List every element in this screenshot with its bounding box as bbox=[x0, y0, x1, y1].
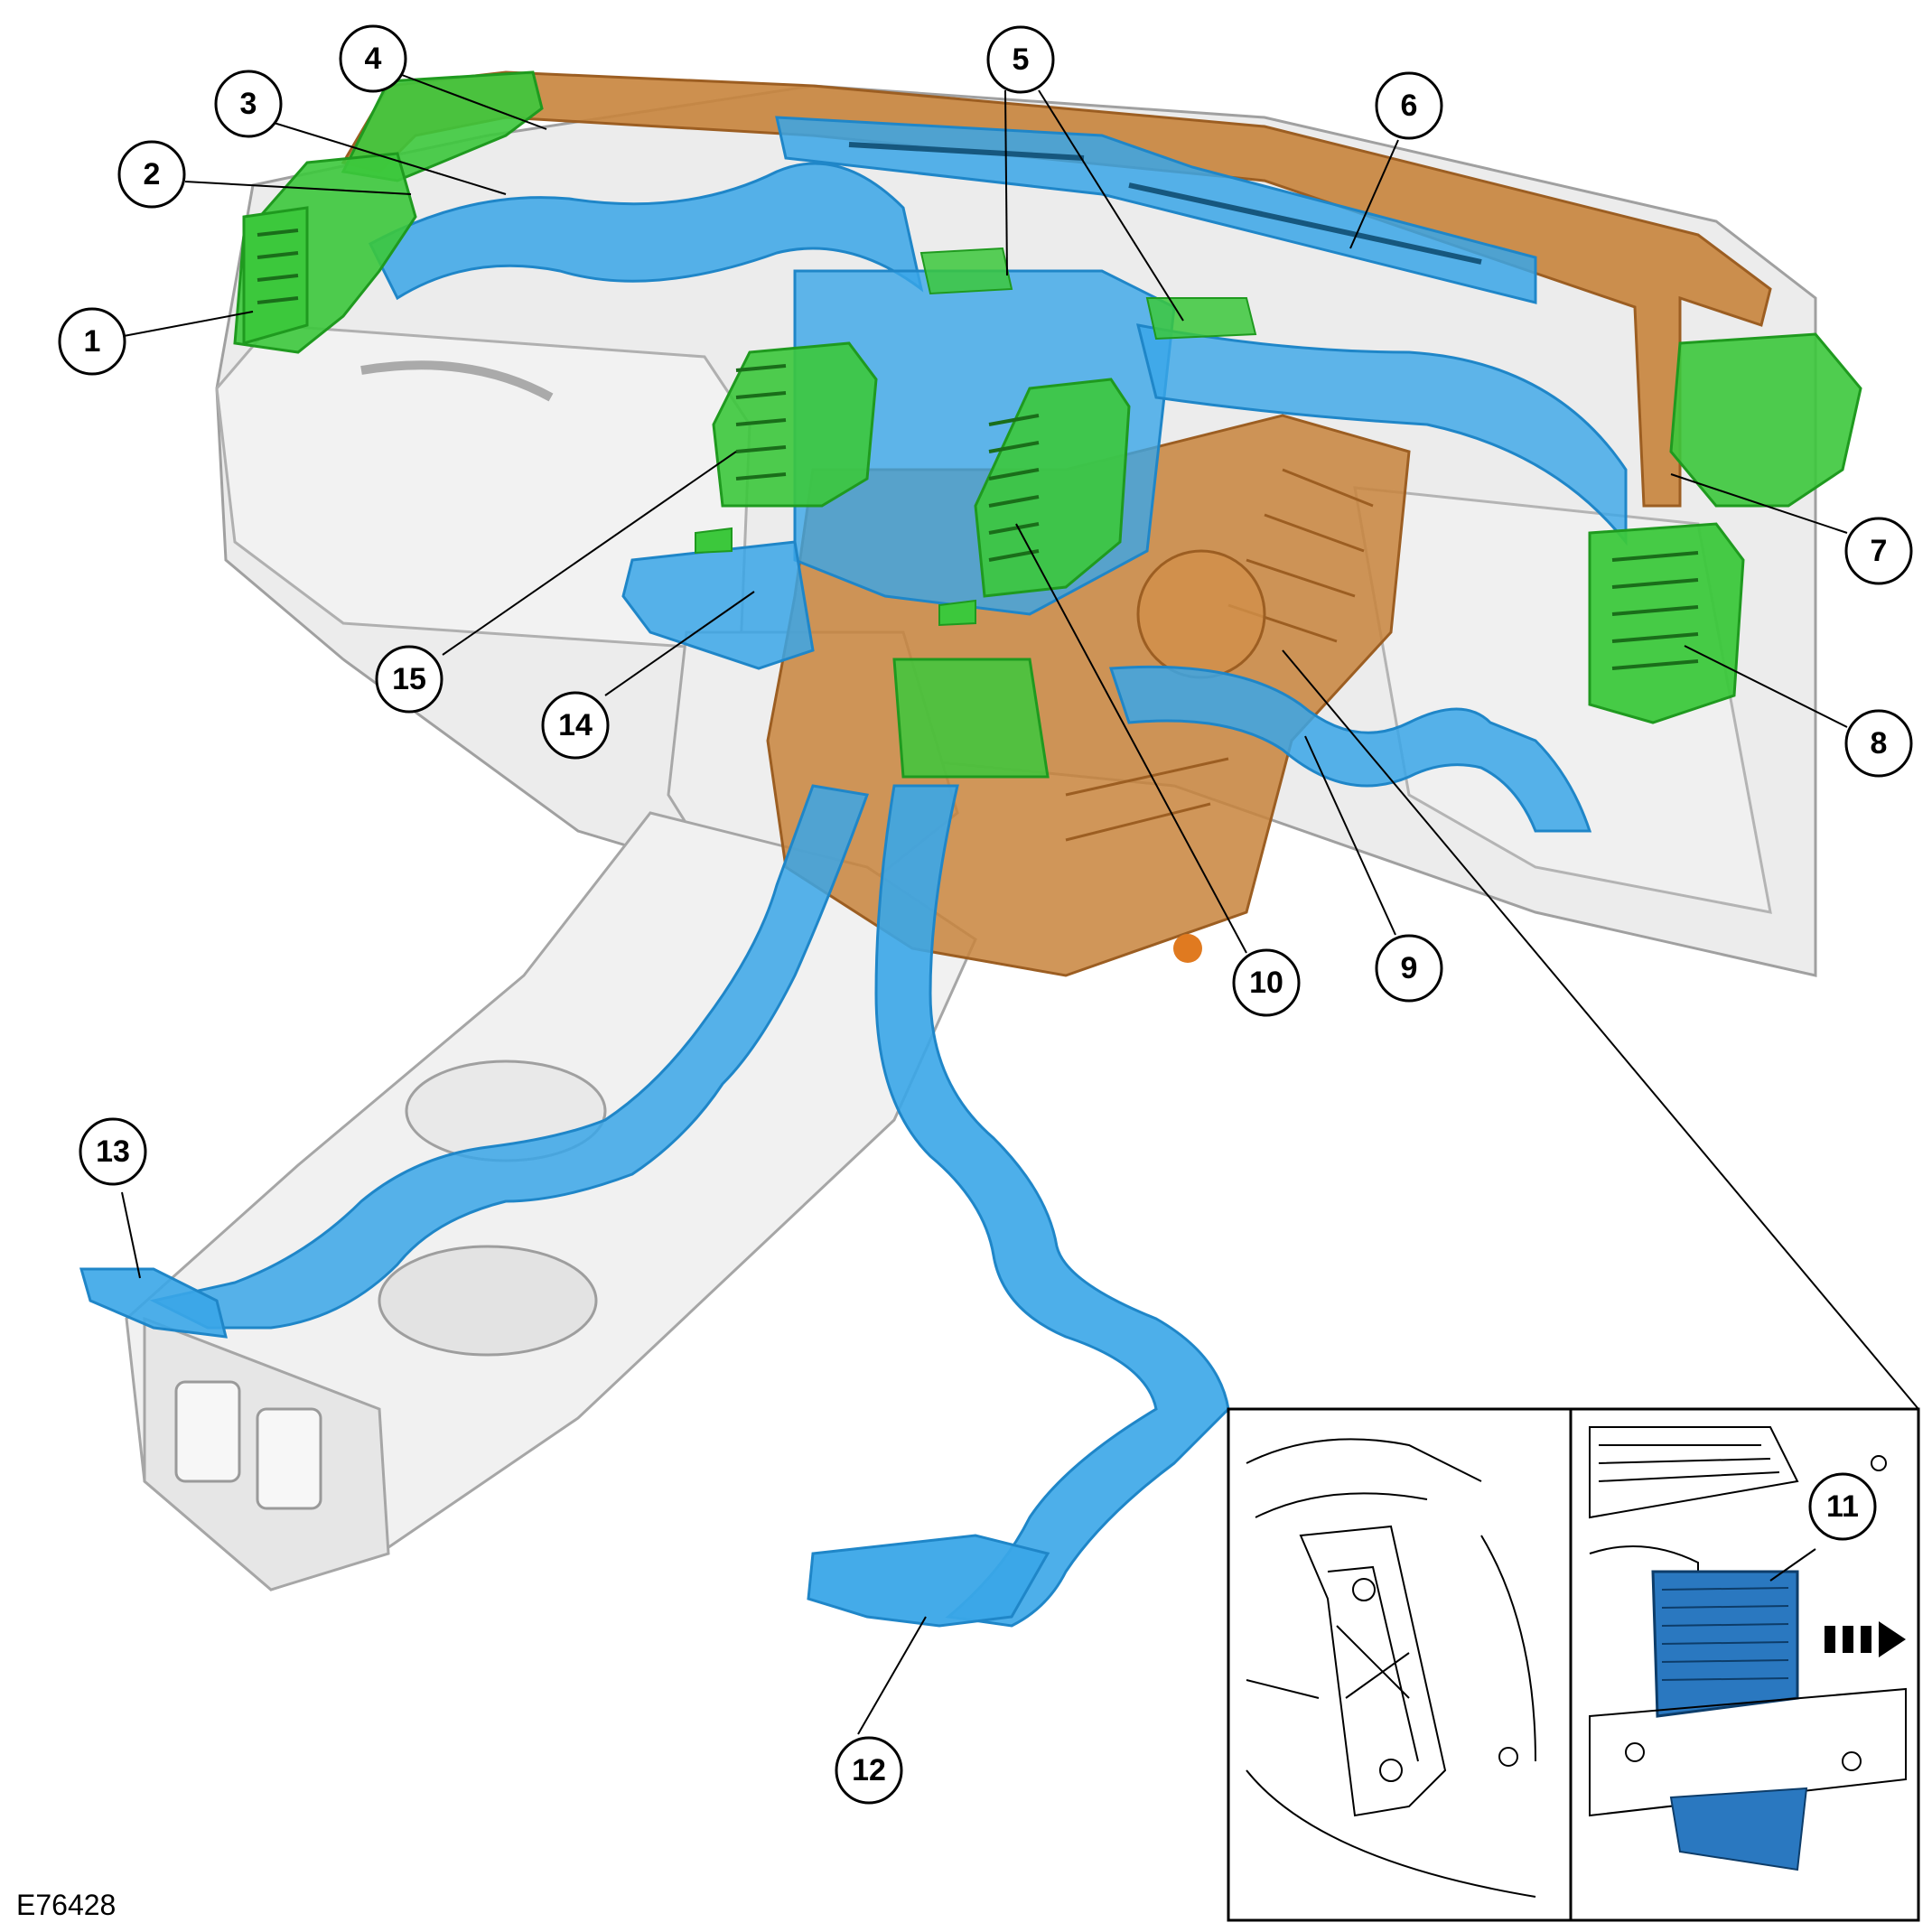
rear-outlet-left bbox=[79, 1267, 228, 1339]
leader-8 bbox=[1684, 645, 1848, 728]
callout-5-label: 5 bbox=[1013, 42, 1030, 77]
callout-6-label: 6 bbox=[1401, 89, 1418, 123]
left-upper-duct bbox=[369, 162, 924, 301]
leader-13 bbox=[121, 1191, 141, 1279]
callout-4-label: 4 bbox=[365, 42, 382, 76]
callout-12-label: 12 bbox=[852, 1753, 886, 1787]
blower-motor bbox=[1136, 549, 1266, 679]
centre-right-vent-grille bbox=[988, 414, 1040, 562]
callout-9-label: 9 bbox=[1401, 951, 1418, 985]
callout-2-label: 2 bbox=[144, 157, 161, 191]
callout-15-label: 15 bbox=[392, 662, 426, 696]
right-footwell-duct bbox=[1108, 665, 1592, 833]
left-side-vent-grille bbox=[257, 229, 299, 304]
centre-left-vent bbox=[712, 341, 878, 508]
callout-7-label: 7 bbox=[1871, 534, 1888, 568]
callout-10-label: 10 bbox=[1249, 966, 1283, 1000]
inset-right-panel-sketch bbox=[1589, 1426, 1907, 1871]
inset-leader-line bbox=[1282, 649, 1919, 1410]
callout-7: 7 bbox=[1844, 517, 1913, 585]
callout-12: 12 bbox=[835, 1736, 903, 1805]
right-side-vent-grille bbox=[1611, 551, 1699, 670]
callout-11-label: 11 bbox=[1826, 1489, 1859, 1524]
callout-9: 9 bbox=[1375, 934, 1443, 1003]
leader-2 bbox=[184, 181, 412, 195]
housing-ribs bbox=[1065, 468, 1374, 842]
leader-9 bbox=[1304, 735, 1396, 936]
leader-3 bbox=[270, 121, 507, 195]
pollen-filter-inset bbox=[1227, 649, 1920, 1922]
centre-right-vent bbox=[974, 378, 1131, 598]
callout-2: 2 bbox=[117, 140, 186, 209]
callout-13-label: 13 bbox=[96, 1134, 130, 1169]
leader-7 bbox=[1670, 473, 1848, 534]
callout-15: 15 bbox=[375, 645, 443, 714]
leader-12 bbox=[857, 1616, 927, 1735]
centre-floor-outlet bbox=[892, 658, 1050, 779]
small-bracket-left bbox=[695, 527, 733, 555]
console-rear-switch-right bbox=[256, 1407, 322, 1510]
callout-5: 5 bbox=[986, 25, 1055, 94]
centre-defrost-outlet-right bbox=[1145, 297, 1257, 341]
callout-1-label: 1 bbox=[84, 324, 101, 359]
rear-floor-duct-left bbox=[149, 784, 870, 1330]
leader-1 bbox=[123, 311, 254, 337]
callout-4: 4 bbox=[339, 24, 407, 93]
removal-arrow bbox=[1825, 1621, 1906, 1657]
inset-left-panel-sketch bbox=[1246, 1438, 1536, 1898]
gear-selector-opening bbox=[378, 1245, 598, 1357]
left-side-vent-1 bbox=[242, 206, 309, 345]
leader-14 bbox=[604, 591, 755, 696]
green-vents bbox=[233, 70, 1862, 779]
right-upper-duct bbox=[1135, 323, 1628, 546]
console-rear-switch-left bbox=[174, 1380, 241, 1483]
right-side-vent-8 bbox=[1588, 522, 1745, 724]
callout-3: 3 bbox=[214, 70, 283, 138]
windscreen-demister-vent bbox=[775, 116, 1537, 304]
leader-6 bbox=[1349, 139, 1399, 249]
figure-id: E76428 bbox=[16, 1889, 116, 1921]
callout-leaders bbox=[121, 74, 1848, 1735]
rear-outlet-right bbox=[807, 1534, 1050, 1628]
centre-left-vent-grille bbox=[735, 364, 787, 481]
callout-1: 1 bbox=[58, 307, 126, 376]
callout-13: 13 bbox=[79, 1117, 147, 1186]
leader-5b bbox=[1038, 89, 1184, 322]
left-side-duct bbox=[621, 540, 815, 670]
glovebox-handle bbox=[360, 360, 554, 402]
leader-15 bbox=[442, 451, 737, 656]
callout-3-label: 3 bbox=[240, 87, 257, 121]
callout-11: 11 bbox=[1808, 1472, 1877, 1541]
leader-4 bbox=[401, 74, 547, 130]
leader-5a bbox=[1004, 89, 1008, 276]
demister-grille bbox=[848, 142, 1482, 265]
callout-10: 10 bbox=[1232, 948, 1301, 1017]
leader-11 bbox=[1769, 1548, 1816, 1582]
callout-14-label: 14 bbox=[558, 708, 593, 742]
glovebox bbox=[215, 323, 751, 652]
drain-outlet bbox=[1173, 934, 1202, 963]
callout-14: 14 bbox=[541, 691, 610, 760]
callout-8-label: 8 bbox=[1871, 726, 1888, 761]
small-bracket-centre bbox=[938, 599, 976, 627]
leader-10 bbox=[1015, 523, 1247, 954]
inset-frame bbox=[1227, 1407, 1920, 1922]
callout-6: 6 bbox=[1375, 71, 1443, 140]
right-side-duct-body bbox=[1669, 332, 1862, 508]
centre-defrost-outlet-left bbox=[919, 247, 1013, 295]
callout-8: 8 bbox=[1844, 709, 1913, 778]
